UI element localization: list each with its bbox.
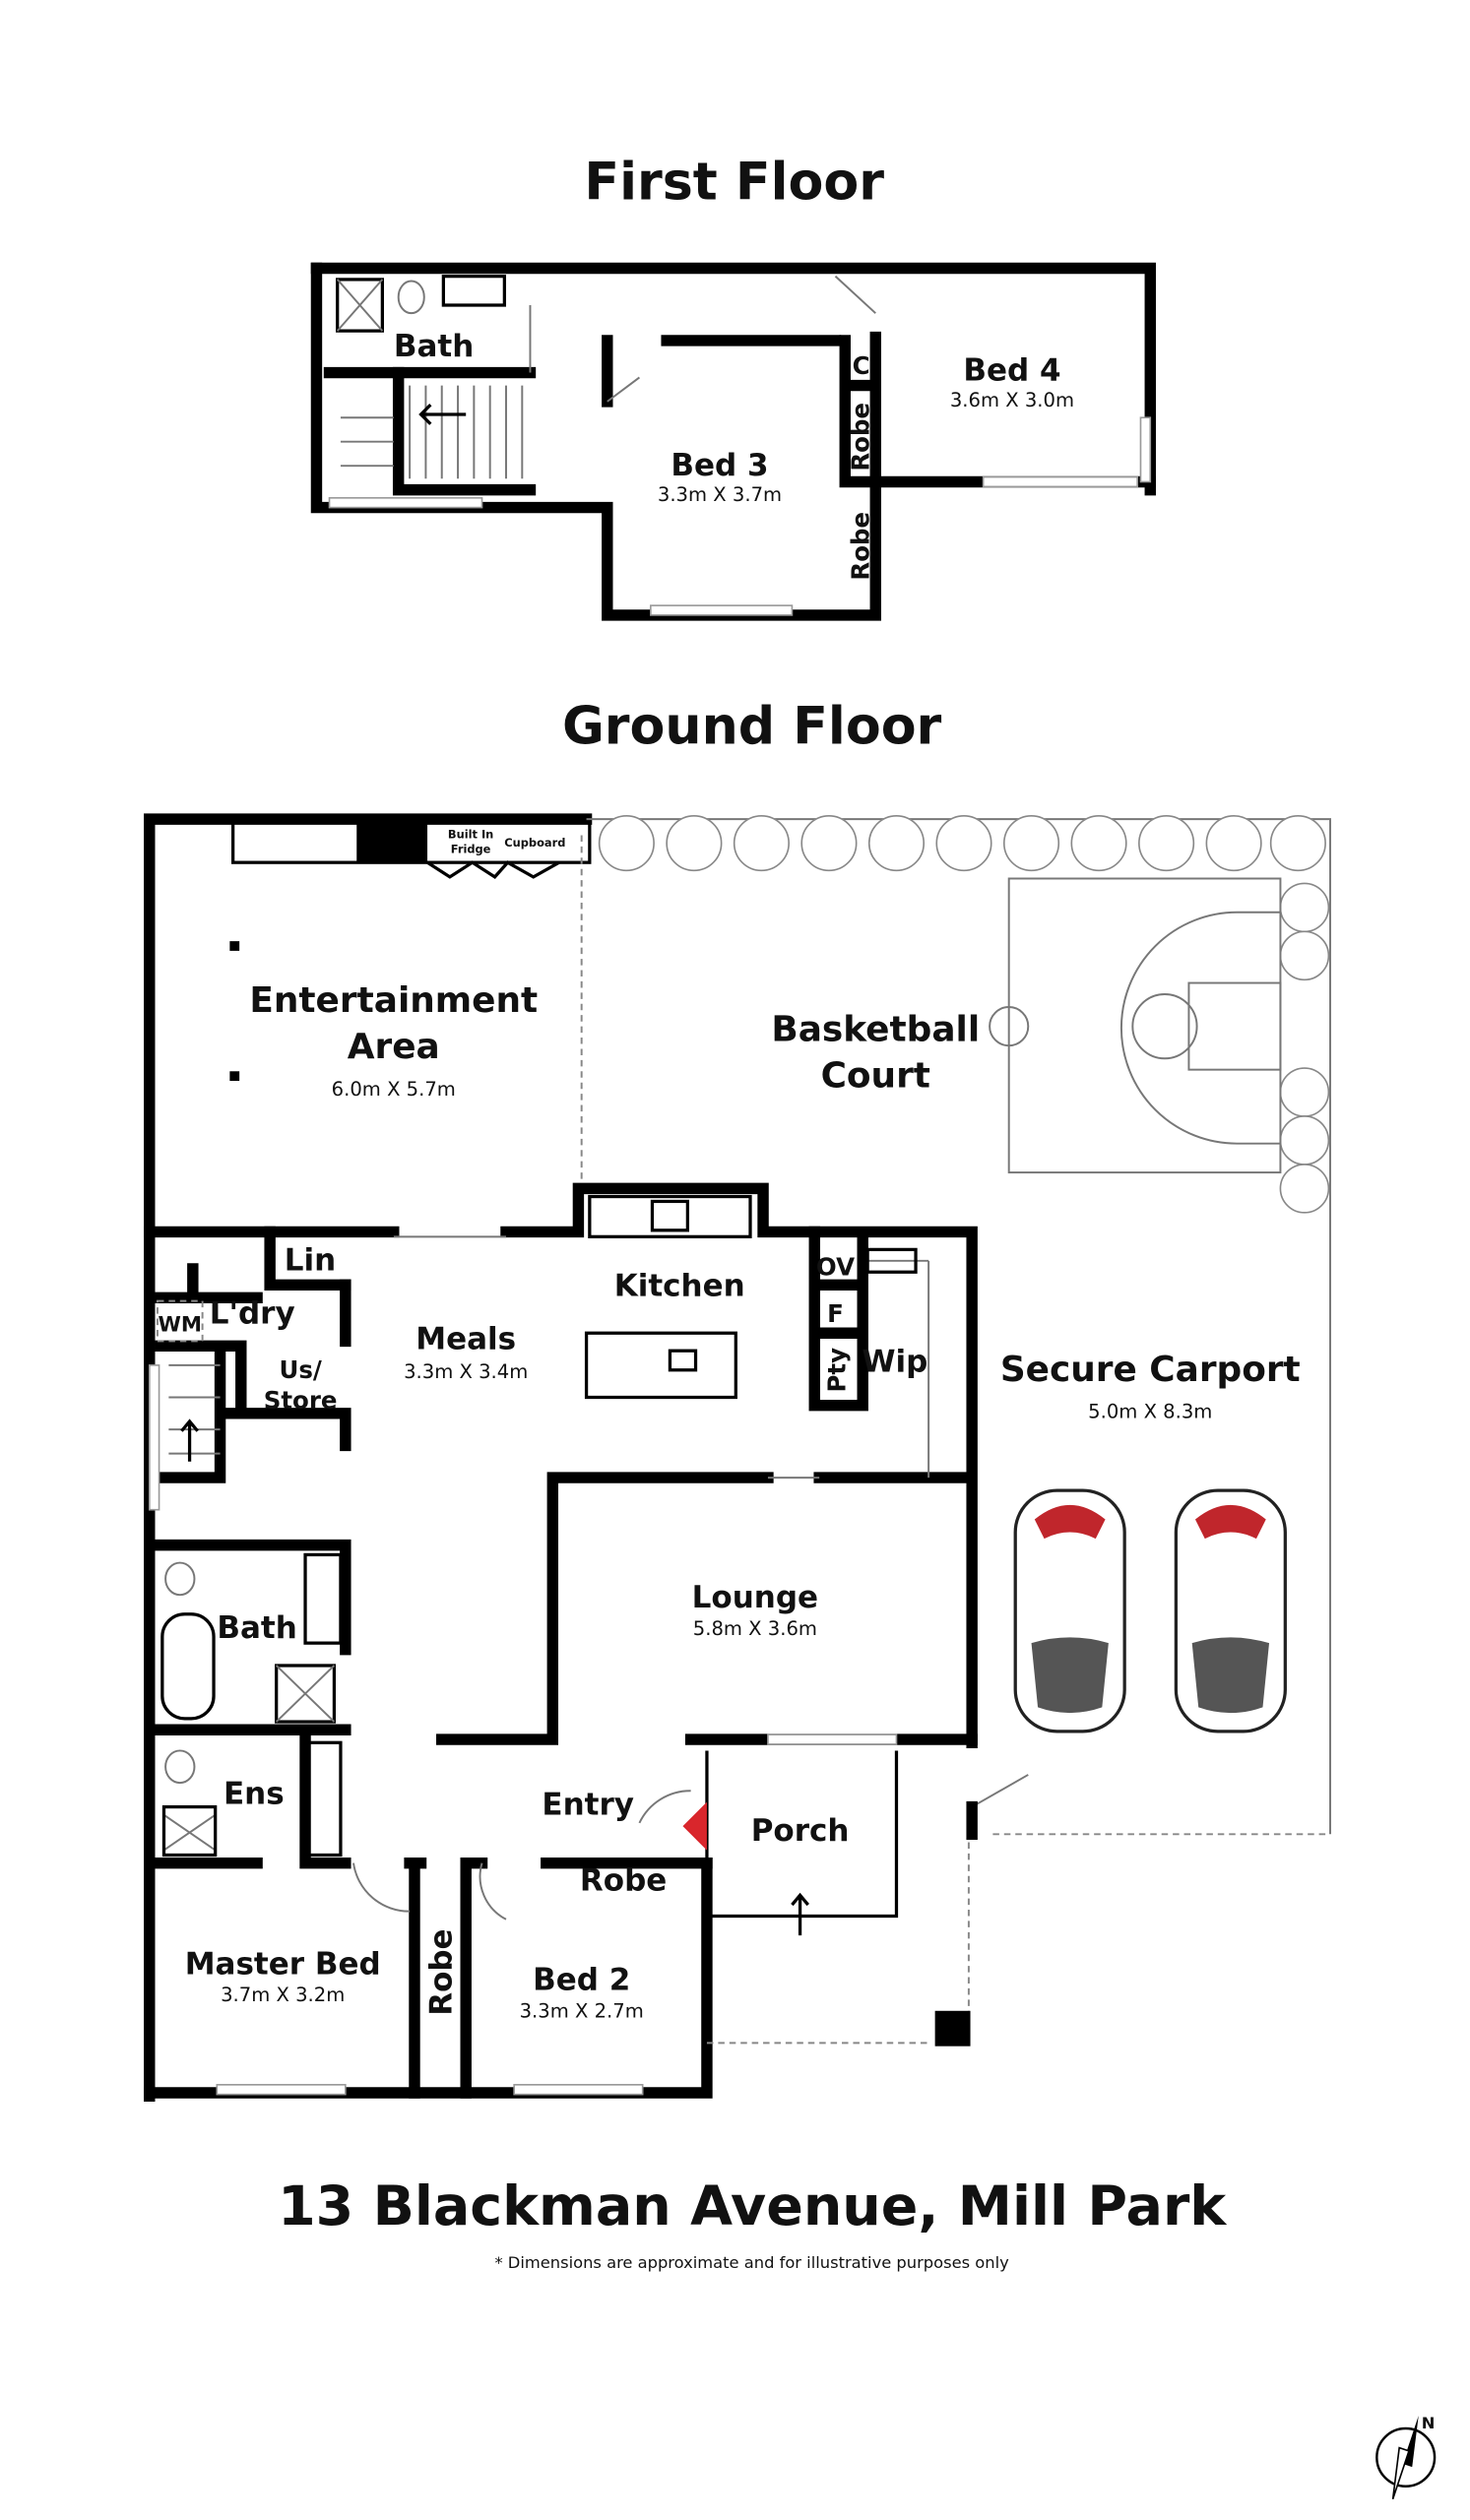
ground-floor-title: Ground Floor	[562, 697, 942, 756]
car-icon	[1013, 1488, 1126, 1733]
basketball-label2: Court	[821, 1056, 930, 1097]
car-icon	[1174, 1488, 1287, 1733]
entry-marker-icon	[682, 1801, 707, 1851]
meals-label: Meals	[415, 1322, 516, 1357]
shrub-row	[598, 815, 1330, 1214]
lounge-dims: 5.8m X 3.6m	[693, 1617, 817, 1640]
lounge-label: Lounge	[692, 1580, 818, 1615]
disclaimer: * Dimensions are approximate and for ill…	[494, 2253, 1009, 2272]
us-store-label1: Us/	[279, 1355, 321, 1384]
wip-label: Wip	[862, 1344, 927, 1379]
entry-label: Entry	[542, 1788, 634, 1823]
pantry-label: Pty	[822, 1348, 851, 1393]
meals-dims: 3.3m X 3.4m	[404, 1360, 528, 1383]
cupboard-label: Cupboard	[504, 836, 565, 850]
carport-label: Secure Carport	[1000, 1350, 1301, 1390]
built-in-fridge-label2: Fridge	[451, 842, 491, 855]
bed3-dims: 3.3m X 3.7m	[658, 483, 782, 506]
gf-bath-label: Bath	[217, 1610, 296, 1646]
compass-north-label: N	[1422, 2414, 1436, 2432]
lin-label: Lin	[285, 1243, 336, 1279]
porch-label: Porch	[751, 1813, 850, 1849]
us-store-label2: Store	[264, 1386, 338, 1415]
bed2-dims: 3.3m X 2.7m	[520, 1999, 644, 2022]
ov-label: OV	[816, 1253, 855, 1282]
ens-label: Ens	[224, 1776, 285, 1811]
carport-dims: 5.0m X 8.3m	[1088, 1401, 1212, 1423]
bed2-robe-label: Robe	[580, 1862, 667, 1898]
first-floor-plan: Bath Bed 3 3.3m X 3.7m Bed 4 3.6m X 3.0m…	[310, 262, 1156, 621]
compass-icon: N	[1375, 2414, 1437, 2500]
ff-robe2-label: Robe	[847, 512, 875, 581]
entertainment-label1: Entertainment	[249, 980, 538, 1021]
basketball-label1: Basketball	[771, 1009, 980, 1049]
ff-robe1-label: Robe	[847, 403, 875, 472]
bed4-label: Bed 4	[963, 353, 1060, 389]
ground-floor-plan: Built In Fridge Cupboard Entertainment A…	[144, 813, 1331, 2102]
cupboard-c-label: C	[853, 351, 870, 380]
kitchen-label: Kitchen	[614, 1269, 745, 1304]
ldry-label: L'dry	[210, 1295, 295, 1331]
first-floor-title: First Floor	[584, 153, 884, 212]
built-in-fridge-label1: Built In	[448, 828, 493, 842]
master-bed-label: Master Bed	[185, 1946, 381, 1982]
entertainment-dims: 6.0m X 5.7m	[332, 1078, 456, 1101]
bed2-label: Bed 2	[533, 1963, 630, 1998]
master-bed-dims: 3.7m X 3.2m	[221, 1984, 345, 2006]
ff-bath-label: Bath	[394, 329, 474, 364]
master-robe-label: Robe	[424, 1928, 460, 2015]
bed3-label: Bed 3	[671, 448, 768, 483]
bed4-dims: 3.6m X 3.0m	[950, 389, 1074, 411]
wm-label: WM	[159, 1313, 203, 1338]
address-title: 13 Blackman Avenue, Mill Park	[278, 2175, 1227, 2238]
fridge-f-label: F	[827, 1299, 844, 1328]
entertainment-label2: Area	[348, 1027, 440, 1067]
